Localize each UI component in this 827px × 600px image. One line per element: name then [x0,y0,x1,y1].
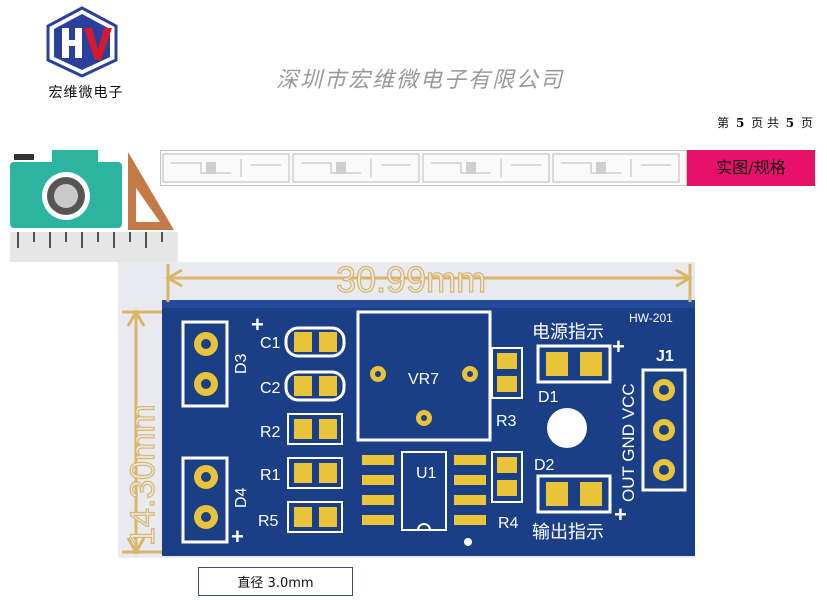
company-name: 深圳市宏维微电子有限公司 [275,68,564,93]
pcb-photo: + D3 + D4 C1 C2 R2 R1 R5 VR7 [118,258,695,558]
label-c2: C2 [260,380,281,397]
label-c1: C1 [260,335,281,352]
height-dimension [122,308,162,556]
mounting-hole [547,408,587,448]
page-mid: 页 共 [751,116,779,130]
width-label: 30.99mm [336,262,486,300]
label-j1: J1 [656,348,674,365]
pin-labels: OUT GND VCC [619,383,638,502]
diameter-caption: 直径 3.0mm [198,567,353,596]
label-r1: R1 [260,467,281,484]
logo-text: 宏维微电子 [48,85,124,101]
camera-ruler-icon [10,150,180,262]
d2-plus: + [614,502,627,527]
pcb-thumbnail-strip [160,150,687,186]
label-d4: D4 [233,487,250,508]
page-current: 5 [735,116,745,130]
label-r4: R4 [498,515,519,532]
page-prefix: 第 [717,116,730,130]
label-u1: U1 [416,465,437,482]
page-total: 5 [785,116,795,130]
d4-plus: + [231,524,244,549]
label-d3: D3 [233,353,250,374]
hw-logo-icon [46,6,118,78]
page-indicator: 第 5 页 共 5 页 [717,114,813,131]
d3-plus: + [251,312,264,337]
output-indicator-label: 输出指示 [532,522,604,542]
label-d2: D2 [534,457,555,474]
label-r5: R5 [258,513,279,530]
company-logo: 宏维微电子 [36,6,126,101]
power-indicator-label: 电源指示 [532,322,604,342]
label-r2: R2 [260,424,281,441]
tab-photo-spec[interactable]: 实图/规格 [687,150,815,186]
label-d1: D1 [538,389,559,406]
label-r3: R3 [496,413,517,430]
height-label: 14.30mm [124,404,162,546]
width-dimension [164,264,694,302]
label-vr7: VR7 [408,371,439,388]
page-suffix: 页 [800,116,813,130]
model-label: HW-201 [629,311,673,325]
d1-plus: + [612,334,625,359]
